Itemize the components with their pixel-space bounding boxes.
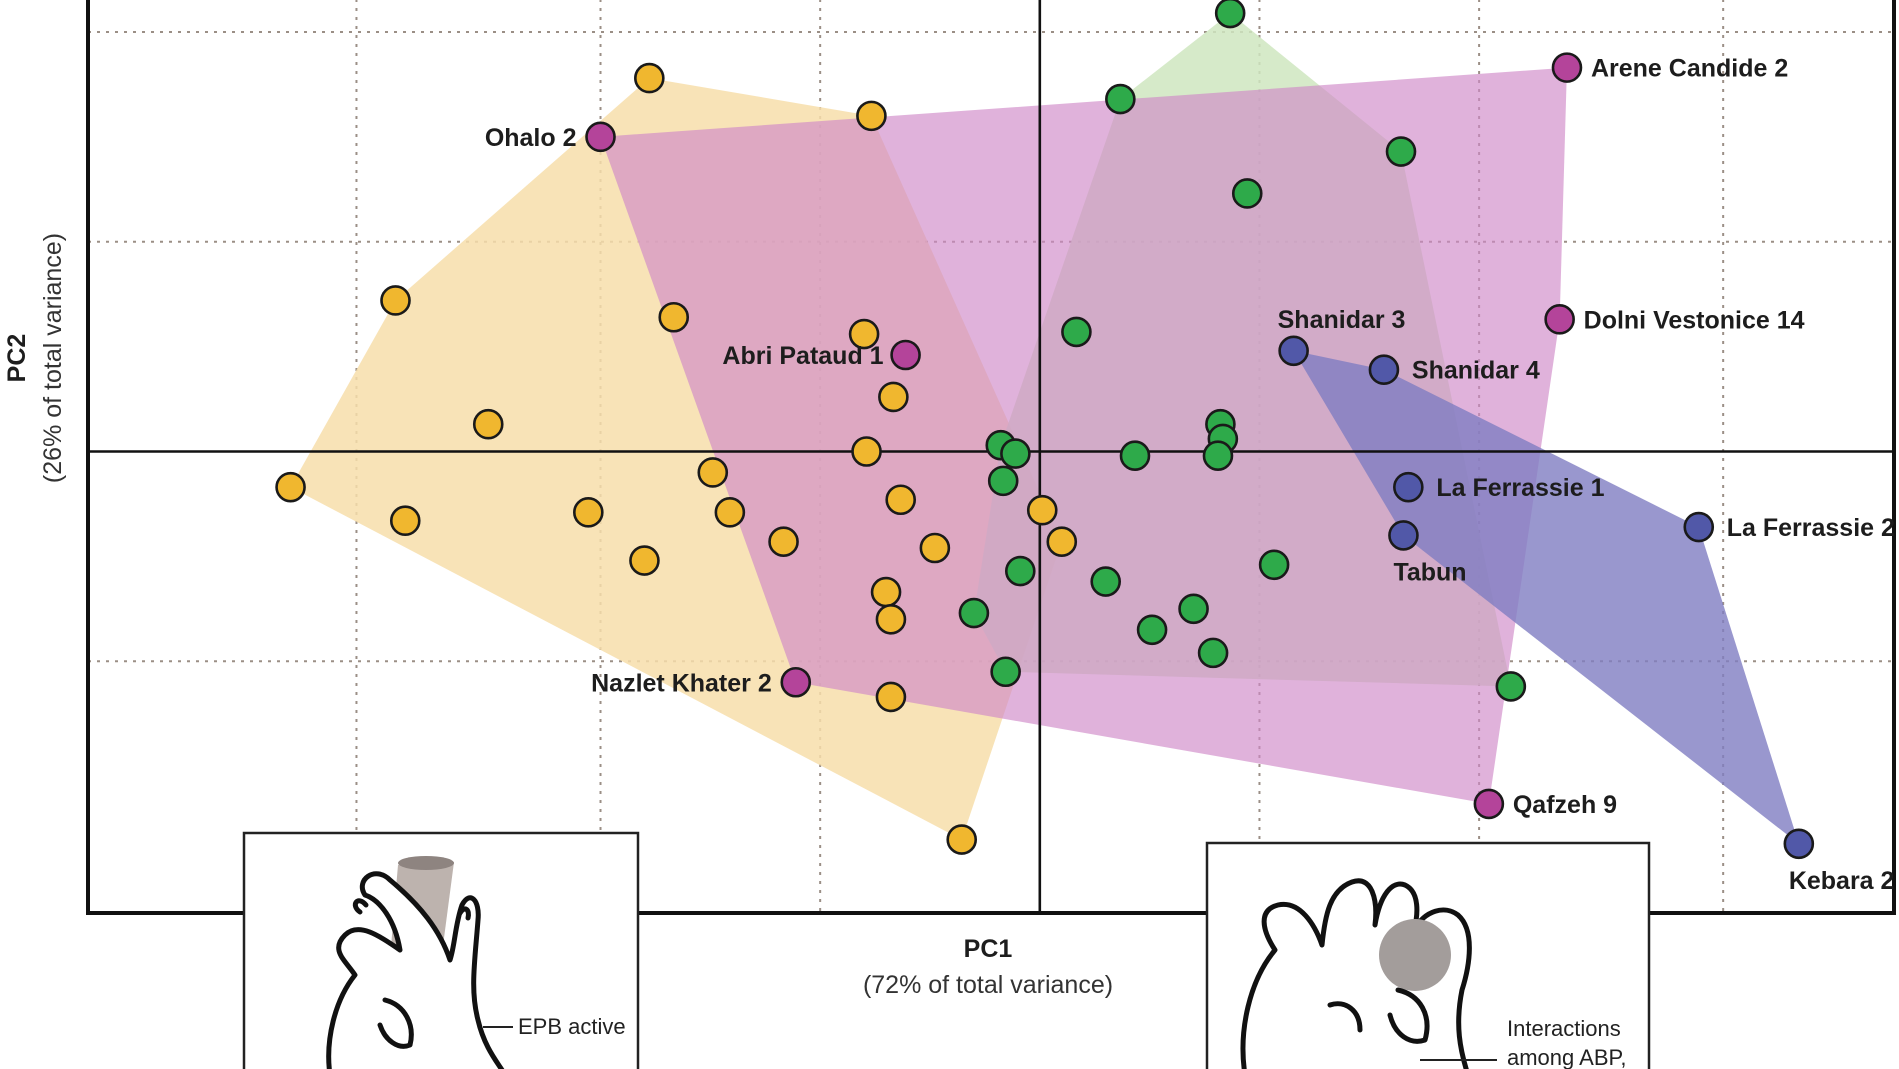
green-data-point [1119,440,1151,471]
green-data-point [987,465,1019,497]
yellow-data-point [946,824,978,855]
magenta-group-hull [600,67,1567,804]
yellow-data-point [870,576,902,608]
plot-frame [86,0,1896,915]
point-label: Shanidar 4 [1412,357,1540,385]
yellow-data-point [275,471,306,503]
yellow-data-point [878,381,909,413]
green-data-point [990,656,1021,688]
magenta-data-point [585,121,616,153]
green-data-point [1004,555,1036,587]
blue-data-point [1388,520,1419,551]
yellow-data-point [697,457,729,488]
yellow-data-point [875,681,907,713]
green-data-point [1105,83,1136,115]
data-points [275,0,1815,860]
point-label: Arene Candide 2 [1591,55,1788,83]
point-label: La Ferrassie 1 [1436,474,1604,502]
left-inset-note: EPB active [518,1014,626,1039]
yellow-data-point [389,505,421,537]
magenta-data-point [1473,788,1505,820]
yellow-data-point [1026,494,1058,526]
hand-cylinder-grip-illustration [326,856,505,1069]
x-axis-title: PC1 [964,935,1013,963]
magenta-data-point [890,339,921,371]
point-label: Qafzeh 9 [1513,791,1617,819]
group-hulls [290,13,1799,844]
green-data-point [1090,566,1122,597]
yellow-data-point [658,301,690,333]
green-data-point [1061,316,1092,348]
green-data-point [1178,593,1209,625]
blue-data-point [1278,335,1309,367]
yellow-data-point [573,497,604,528]
green-data-point [1495,671,1527,702]
point-label: Tabun [1393,558,1466,586]
yellow-data-point [380,285,411,316]
yellow-data-point [856,100,887,132]
yellow-data-point [851,436,882,467]
green-data-point [1385,136,1417,167]
yellow-data-point [885,484,917,516]
left-hand-inset: EPB active [242,831,640,1069]
green-data-point [1202,440,1234,471]
right-hand-inset: Interactions among ABP, [1205,841,1651,1069]
green-data-point [1136,614,1168,646]
green-data-point [958,597,990,629]
green-data-point [1258,549,1290,581]
point-label: Dolni Vestonice 14 [1584,306,1805,334]
right-inset-note-line1: Interactions [1507,1016,1621,1041]
yellow-data-point [768,526,799,558]
right-inset-note-line2: among ABP, [1507,1045,1626,1069]
green-data-point [1231,178,1263,209]
yellow-data-point [634,62,665,94]
blue-data-point [1683,511,1715,543]
blue-data-point [1393,471,1424,503]
yellow-data-point [848,318,880,350]
point-label: Abri Pataud 1 [722,342,883,370]
hand-sphere-grip-illustration [1240,878,1472,1069]
blue-data-point [1783,828,1815,860]
green-data-point [1197,637,1229,669]
yellow-data-point [875,604,907,635]
yellow-data-point [629,545,660,576]
yellow-data-point [472,408,504,440]
point-label: Shanidar 3 [1278,306,1406,334]
yellow-data-point [714,497,746,528]
point-label: Nazlet Khater 2 [591,669,772,697]
point-label: Kebara 2 [1789,867,1895,895]
green-data-point [1214,0,1246,29]
yellow-data-point [919,532,951,564]
x-axis-subtitle: (72% of total variance) [863,971,1113,999]
magenta-data-point [1551,52,1583,83]
y-axis-subtitle: (26% of total variance) [39,233,67,483]
magenta-data-point [780,666,812,698]
point-label: Ohalo 2 [485,124,577,152]
y-axis-title: PC2 [3,334,31,383]
magenta-data-point [1544,304,1575,335]
yellow-data-point [1046,526,1078,558]
point-label: La Ferrassie 2 [1727,514,1895,542]
blue-group-hull [1293,350,1799,844]
green-data-point [1000,438,1031,469]
point-labels: Arene Candide 2 Ohalo 2 Dolni Vestonice 14… [485,55,1895,895]
blue-data-point [1368,354,1400,385]
